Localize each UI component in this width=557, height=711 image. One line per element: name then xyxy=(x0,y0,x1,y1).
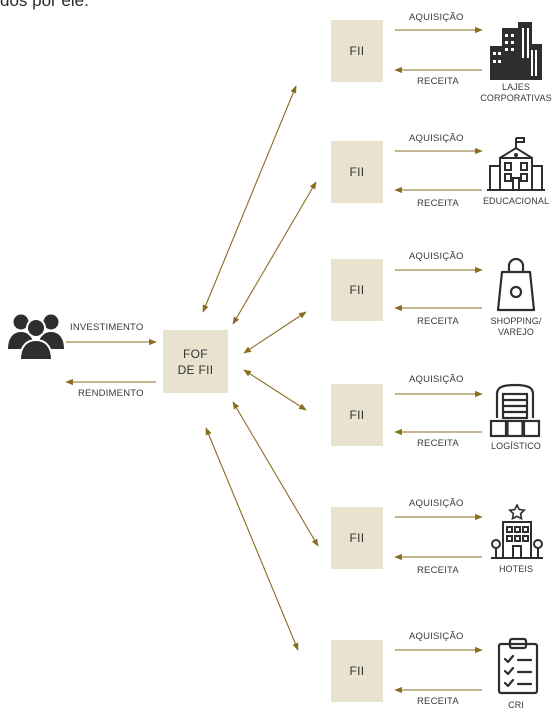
acquisition-label: AQUISIÇÃO xyxy=(409,498,464,509)
acquisition-label: AQUISIÇÃO xyxy=(409,251,464,262)
warehouse-icon xyxy=(489,382,541,438)
fof-fii-2-link xyxy=(232,181,317,325)
revenue-label: RECEITA xyxy=(417,198,459,209)
return-label: RENDIMENTO xyxy=(78,388,144,399)
fof-label-line1: FOF xyxy=(183,346,208,361)
fii-box: FII xyxy=(331,507,383,569)
fii-box: FII xyxy=(331,384,383,446)
revenue-label: RECEITA xyxy=(417,696,459,707)
category-label: EDUCACIONAL xyxy=(482,196,550,206)
office-buildings-icon xyxy=(488,20,544,80)
fof-label-line2: DE FII xyxy=(177,362,214,377)
checklist-icon xyxy=(496,637,540,695)
people-group-icon xyxy=(7,309,65,361)
fii-box: FII xyxy=(331,640,383,702)
category-label: HOTEIS xyxy=(498,564,534,574)
acquisition-label: AQUISIÇÃO xyxy=(409,133,464,144)
acquisition-label: AQUISIÇÃO xyxy=(409,631,464,642)
investment-label: INVESTIMENTO xyxy=(70,322,144,333)
shopping-bag-icon xyxy=(496,256,536,312)
category-label: LAJES CORPORATIVAS xyxy=(480,82,552,103)
school-building-icon xyxy=(486,136,546,192)
header-text: dos por ele. xyxy=(0,0,89,10)
revenue-label: RECEITA xyxy=(417,565,459,576)
fof-fii-1-link xyxy=(202,85,297,313)
acquisition-label: AQUISIÇÃO xyxy=(409,12,464,23)
category-label: LOGÍSTICO xyxy=(491,441,541,451)
fof-fii-4-link xyxy=(243,369,307,411)
fof-box: FOF DE FII xyxy=(163,330,228,393)
revenue-label: RECEITA xyxy=(417,438,459,449)
fof-fii-6-link xyxy=(205,427,299,651)
fof-fii-3-link xyxy=(243,311,307,354)
hotel-icon xyxy=(490,504,544,560)
fii-box: FII xyxy=(331,259,383,321)
revenue-label: RECEITA xyxy=(417,316,459,327)
fii-box: FII xyxy=(331,20,383,82)
category-label: SHOPPING/ VAREJO xyxy=(490,316,542,337)
acquisition-label: AQUISIÇÃO xyxy=(409,374,464,385)
revenue-label: RECEITA xyxy=(417,76,459,87)
fii-box: FII xyxy=(331,141,383,203)
category-label: CRI xyxy=(508,700,524,710)
